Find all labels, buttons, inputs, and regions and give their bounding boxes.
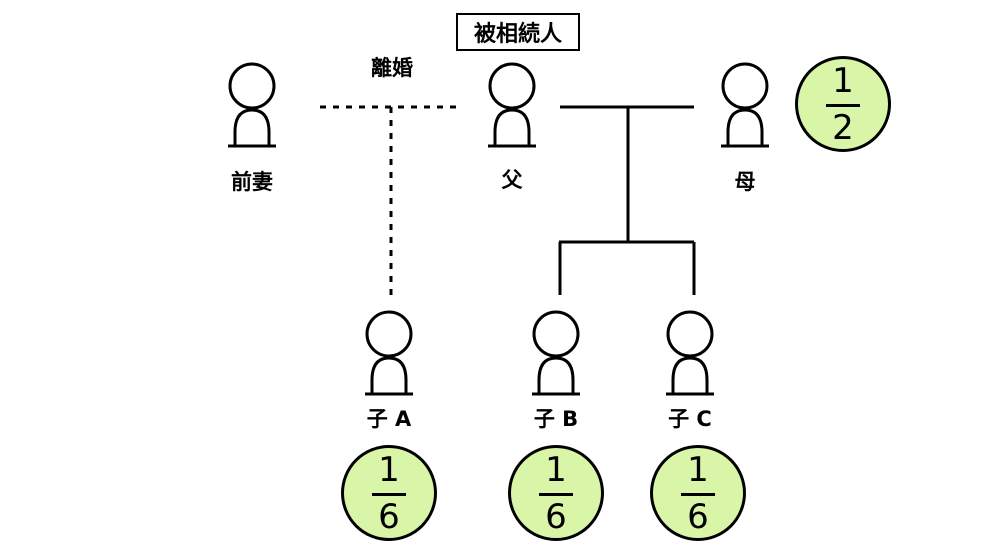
share-numerator: 1 (687, 449, 709, 490)
child-a-label: 子 A (366, 407, 412, 431)
share-denominator: 6 (545, 496, 567, 537)
father-label: 父 (501, 168, 523, 192)
share-denominator: 2 (832, 107, 854, 148)
child-c-label: 子 C (668, 407, 712, 431)
share-numerator: 1 (378, 449, 400, 490)
ex-wife-person-icon (228, 62, 276, 148)
fraction-bar (681, 492, 715, 496)
mother-person-icon (721, 62, 769, 148)
child-a-person-icon (365, 310, 413, 396)
mother-label: 母 (734, 170, 756, 194)
child-b-label: 子 B (533, 407, 579, 431)
fraction-bar (539, 492, 573, 496)
child-c-share-badge: 1 6 (650, 445, 746, 541)
child-b-person-icon (532, 310, 580, 396)
child-a-share-badge: 1 6 (341, 445, 437, 541)
mother-share-badge: 1 2 (795, 56, 891, 152)
divorce-label: 離婚 (371, 56, 413, 80)
ex-wife-label: 前妻 (231, 170, 273, 194)
share-denominator: 6 (687, 496, 709, 537)
fraction-bar (826, 103, 860, 107)
fraction-bar (372, 492, 406, 496)
share-numerator: 1 (545, 449, 567, 490)
share-denominator: 6 (378, 496, 400, 537)
father-person-icon (488, 62, 536, 148)
share-numerator: 1 (832, 60, 854, 101)
child-c-person-icon (666, 310, 714, 396)
deceased-label: 被相続人 (456, 13, 580, 51)
child-b-share-badge: 1 6 (508, 445, 604, 541)
